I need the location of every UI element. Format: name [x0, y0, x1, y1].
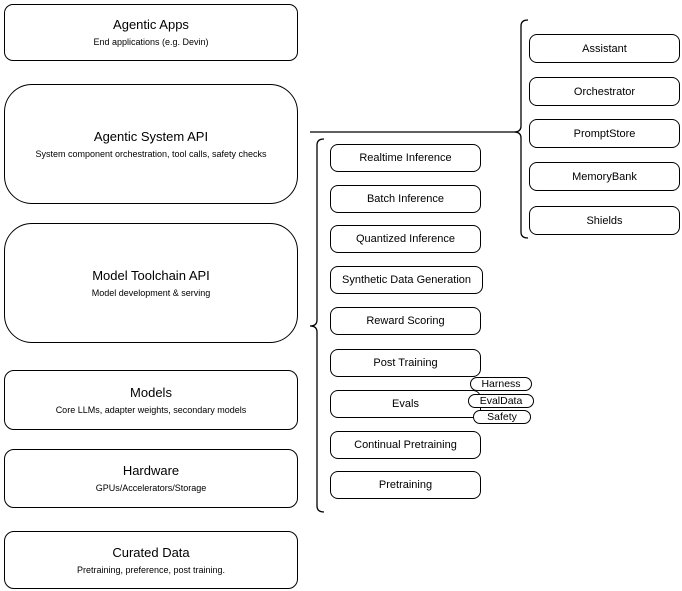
agentic-system-api-box: Agentic System API System component orch… — [4, 84, 298, 204]
toolchain-item-quantized-inference: Quantized Inference — [330, 225, 481, 253]
evals-tag-label: Harness — [481, 377, 521, 390]
toolchain-item-reward-scoring: Reward Scoring — [330, 307, 481, 335]
model-toolchain-api-title: Model Toolchain API — [92, 267, 210, 283]
agentic-system-api-subtitle: System component orchestration, tool cal… — [35, 148, 267, 159]
model-toolchain-api-box: Model Toolchain API Model development & … — [4, 223, 298, 343]
evals-tag-label: EvalData — [479, 394, 523, 407]
toolchain-item-label: Quantized Inference — [355, 233, 456, 245]
curated-data-subtitle: Pretraining, preference, post training. — [76, 564, 226, 575]
toolchain-item-pretraining: Pretraining — [330, 471, 481, 499]
models-subtitle: Core LLMs, adapter weights, secondary mo… — [55, 404, 247, 415]
system-component-label: Assistant — [582, 42, 627, 55]
system-component-label: Orchestrator — [573, 85, 636, 98]
system-component-label: PromptStore — [573, 127, 636, 140]
hardware-title: Hardware — [122, 463, 180, 478]
model-toolchain-api-subtitle: Model development & serving — [91, 287, 211, 298]
agentic-apps-title: Agentic Apps — [113, 17, 189, 32]
hardware-subtitle: GPUs/Accelerators/Storage — [95, 483, 207, 493]
evals-tag-evaldata: EvalData — [468, 394, 534, 408]
toolchain-item-label: Synthetic Data Generation — [341, 274, 472, 286]
toolchain-item-label: Realtime Inference — [359, 152, 452, 164]
toolchain-item-evals: Evals — [330, 390, 481, 418]
agentic-apps-box: Agentic Apps End applications (e.g. Devi… — [4, 4, 298, 61]
system-component-shields: Shields — [529, 206, 680, 235]
toolchain-item-batch-inference: Batch Inference — [330, 185, 481, 213]
system-component-label: MemoryBank — [572, 170, 637, 183]
toolchain-brace — [309, 138, 325, 513]
toolchain-item-realtime-inference: Realtime Inference — [330, 144, 481, 172]
toolchain-item-post-training: Post Training — [330, 349, 481, 377]
curated-data-title: Curated Data — [112, 544, 190, 560]
evals-tag-label: Safety — [487, 410, 517, 423]
system-component-promptstore: PromptStore — [529, 119, 680, 148]
toolchain-item-label: Reward Scoring — [366, 315, 445, 327]
curated-data-box: Curated Data Pretraining, preference, po… — [4, 531, 298, 589]
agentic-system-api-title: Agentic System API — [93, 128, 209, 144]
system-component-label: Shields — [586, 214, 623, 227]
toolchain-item-label: Batch Inference — [366, 193, 445, 205]
system-component-memorybank: MemoryBank — [529, 162, 680, 191]
toolchain-item-label: Continual Pretraining — [354, 439, 457, 451]
system-component-assistant: Assistant — [529, 34, 680, 63]
toolchain-item-synthetic-data-generation: Synthetic Data Generation — [330, 266, 483, 294]
toolchain-item-label: Evals — [392, 398, 419, 410]
toolchain-item-continual-pretraining: Continual Pretraining — [330, 431, 481, 459]
models-title: Models — [130, 384, 172, 400]
toolchain-item-label: Post Training — [373, 357, 438, 369]
evals-tag-harness: Harness — [470, 377, 532, 391]
toolchain-item-label: Pretraining — [378, 479, 433, 491]
hardware-box: Hardware GPUs/Accelerators/Storage — [4, 449, 298, 508]
models-box: Models Core LLMs, adapter weights, secon… — [4, 370, 298, 430]
evals-tag-safety: Safety — [473, 410, 531, 424]
components-brace — [513, 19, 529, 239]
system-component-orchestrator: Orchestrator — [529, 77, 680, 106]
agentic-apps-subtitle: End applications (e.g. Devin) — [93, 37, 209, 47]
